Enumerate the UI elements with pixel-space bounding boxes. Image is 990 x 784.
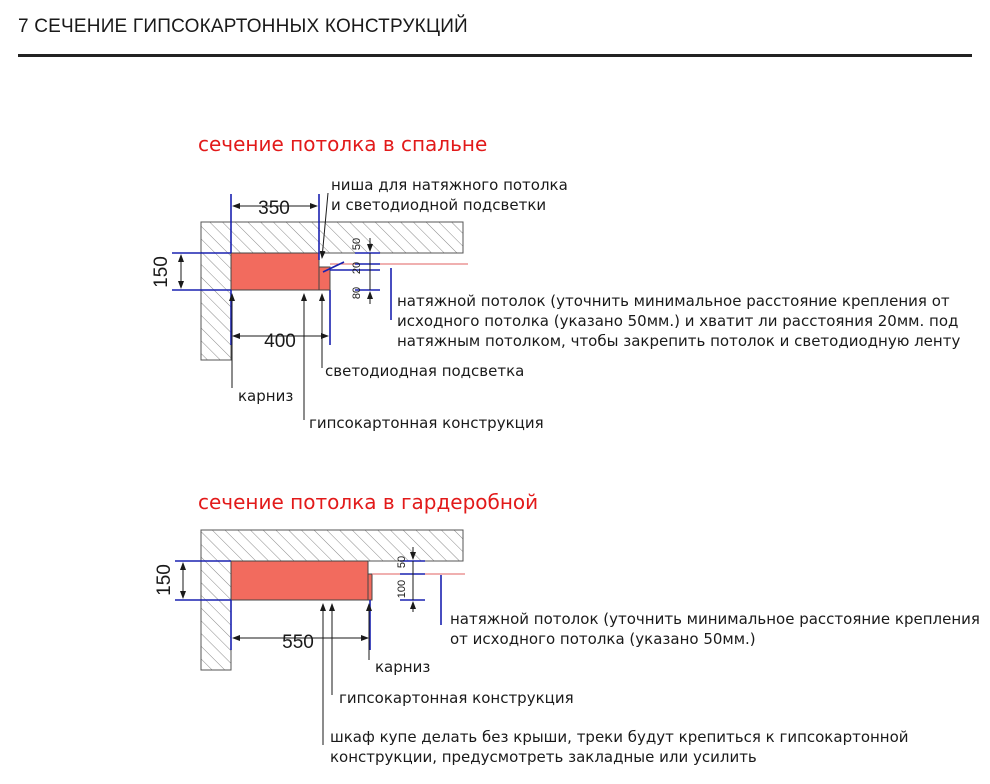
bedroom-dimension-arrows [178,192,373,420]
bedroom-dim-20: 20 [351,262,363,274]
wardrobe-dimension-lines [175,560,442,650]
wardrobe-note-cornice: карниз [375,658,431,676]
page-header: 7 СЕЧЕНИЕ ГИПСОКАРТОННЫХ КОНСТРУКЦИЙ [18,16,972,57]
bedroom-note-stretch-ceiling: натяжной потолок (уточнить минимальное р… [397,292,961,350]
bedroom-dim-400: 400 [264,331,296,352]
wardrobe-dim-100: 100 [396,580,408,598]
bedroom-note-cornice: карниз [238,387,294,405]
bedroom-section: 350 400 150 50 20 80 [151,192,468,420]
wardrobe-dim-550: 550 [282,632,314,653]
wardrobe-drywall-box [230,560,369,601]
bedroom-drywall-box [230,252,320,291]
bedroom-note-led: светодиодная подсветка [325,362,525,380]
wardrobe-dimension-arrows [180,547,416,745]
bedroom-note-niche: ниша для натяжного потолка и светодиодно… [331,176,568,214]
bedroom-section-title: сечение потолка в спальне [198,132,488,156]
wardrobe-cornice [367,573,373,601]
bedroom-dim-150: 150 [151,256,172,288]
bedroom-note-drywall: гипсокартонная конструкция [309,414,544,432]
wardrobe-section-title: сечение потолка в гардеробной [198,490,539,514]
wardrobe-dim-150: 150 [154,564,175,596]
wardrobe-dim-50: 50 [396,556,408,568]
bedroom-dim-50: 50 [351,238,363,250]
bedroom-dim-350: 350 [258,198,290,219]
wardrobe-note-wardrobe: шкаф купе делать без крыши, треки будут … [330,728,909,766]
wardrobe-note-drywall: гипсокартонная конструкция [339,689,574,707]
bedroom-dimension-lines [172,194,392,345]
wardrobe-section: 550 150 50 100 [154,529,465,745]
page-title: 7 СЕЧЕНИЕ ГИПСОКАРТОННЫХ КОНСТРУКЦИЙ [18,16,468,37]
bedroom-dim-80: 80 [351,287,363,299]
bedroom-led-niche [318,266,331,291]
wardrobe-note-stretch-ceiling: натяжной потолок (уточнить минимальное р… [450,610,980,648]
